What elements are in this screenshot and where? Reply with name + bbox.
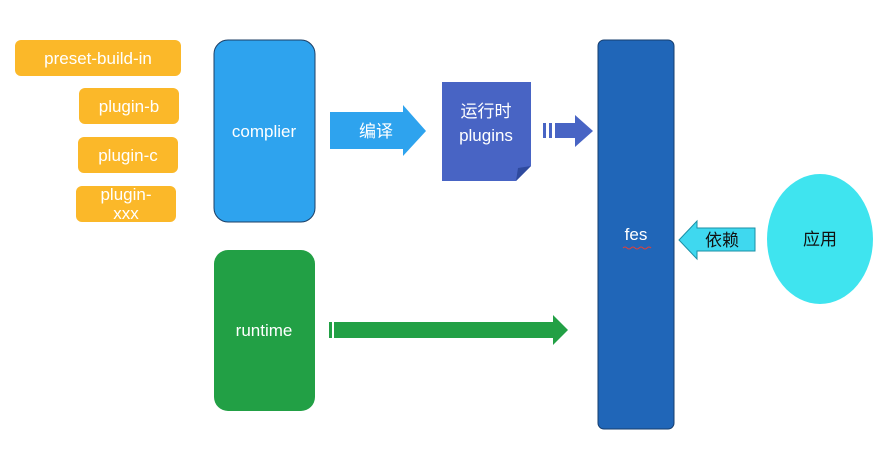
runtime-to-fes-arrow xyxy=(329,315,568,345)
runtime-label: runtime xyxy=(236,321,293,340)
plugin-label: plugin-c xyxy=(98,146,158,165)
spellcheck-underline xyxy=(622,246,652,250)
plugin-preset-build-in: preset-build-in xyxy=(15,40,181,76)
plugin-label: plugin-b xyxy=(99,97,160,116)
compiler-box: complier xyxy=(213,39,316,223)
runtime-plugins-line2: plugins xyxy=(459,126,513,145)
plugin-c: plugin-c xyxy=(78,137,178,173)
plugins-to-fes-arrow xyxy=(543,115,593,147)
plugin-label: preset-build-in xyxy=(44,49,152,68)
runtime-plugins-box: 运行时 plugins xyxy=(442,82,531,181)
depend-arrow: 依赖 xyxy=(678,219,756,261)
runtime-box: runtime xyxy=(214,250,315,411)
plugin-b: plugin-b xyxy=(79,88,179,124)
compiler-label: complier xyxy=(232,122,297,141)
app-ellipse: 应用 xyxy=(767,174,873,304)
runtime-plugins-line1: 运行时 xyxy=(461,102,512,121)
plugin-xxx: plugin- xxx xyxy=(76,185,176,223)
plugin-label-line1: plugin- xyxy=(100,185,151,204)
app-label: 应用 xyxy=(803,230,837,249)
plugin-label-line2: xxx xyxy=(113,204,139,223)
depend-arrow-label: 依赖 xyxy=(705,231,739,250)
compile-arrow-label: 编译 xyxy=(359,122,393,141)
compile-arrow: 编译 xyxy=(330,105,426,156)
fes-label: fes xyxy=(625,225,648,244)
fes-box: fes xyxy=(597,39,675,430)
